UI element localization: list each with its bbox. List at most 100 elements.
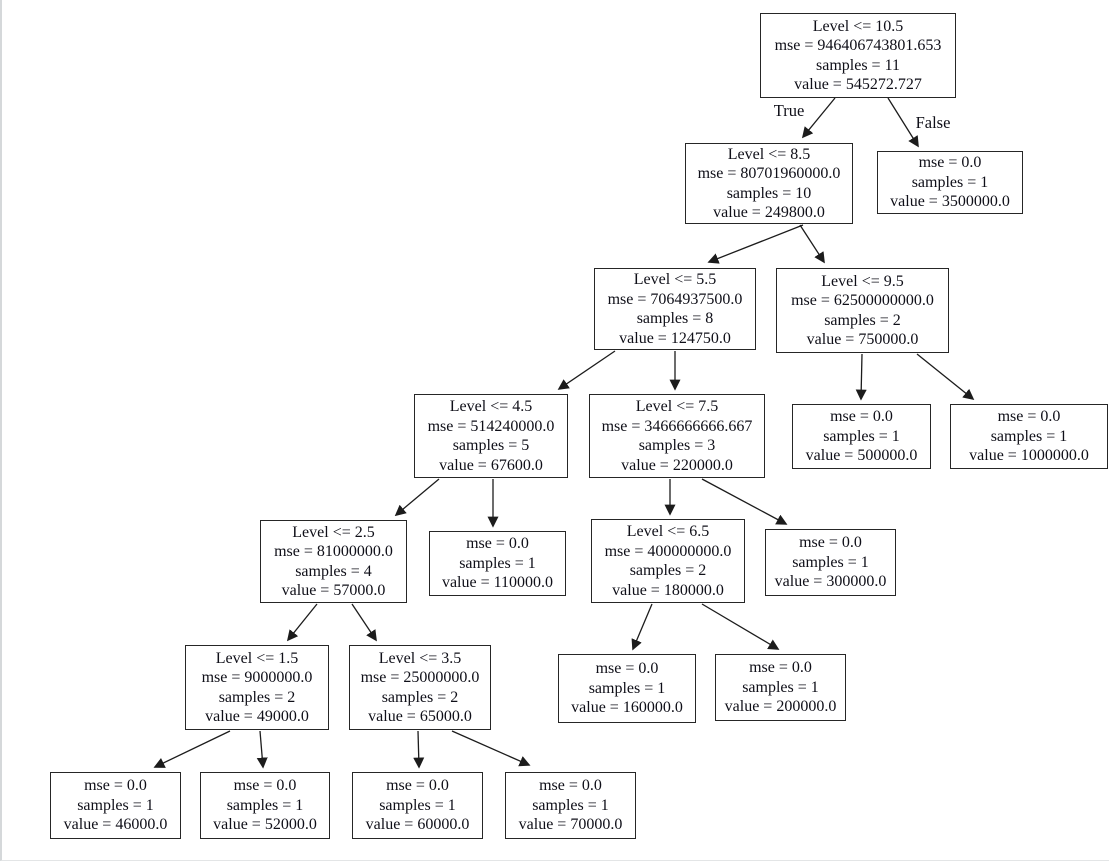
node-value-text: value = 200000.0 [724, 698, 837, 716]
leaf-node-value-200000: mse = 0.0 samples = 1 value = 200000.0 [715, 654, 846, 721]
leaf-node-value-500000: mse = 0.0 samples = 1 value = 500000.0 [792, 404, 931, 469]
node-value-text: value = 57000.0 [281, 582, 386, 599]
edge-3-5 [557, 350, 616, 390]
node-samples-text: samples = 1 [990, 427, 1068, 445]
node-samples-text: samples = 10 [726, 184, 812, 202]
node-samples-text: samples = 1 [459, 554, 536, 572]
edge-9-14 [351, 603, 377, 642]
node-value-text: value = 67600.0 [439, 456, 543, 474]
node-samples-text: samples = 1 [532, 796, 609, 814]
split-node-level-3-5: Level <= 3.5 mse = 25000000.0 samples = … [349, 645, 491, 730]
node-mse-text: mse = 25000000.0 [360, 669, 480, 686]
node-samples-text: samples = 1 [77, 796, 154, 814]
node-value-text: value = 124750.0 [619, 329, 731, 347]
node-condition-text: Level <= 9.5 [821, 272, 904, 290]
node-condition-text: Level <= 3.5 [378, 649, 462, 667]
node-mse-text: mse = 3466666666.667 [601, 417, 753, 435]
leaf-node-value-46000: mse = 0.0 samples = 1 value = 46000.0 [50, 772, 181, 839]
node-samples-text: samples = 1 [588, 679, 666, 697]
edge-4-8 [916, 353, 975, 401]
node-value-text: value = 180000.0 [612, 581, 724, 599]
node-condition-text: Level <= 5.5 [633, 271, 717, 288]
node-mse-text: mse = 946406743801.653 [774, 37, 942, 54]
node-samples-text: samples = 2 [629, 562, 707, 579]
split-node-level-4-5: Level <= 4.5 mse = 514240000.0 samples =… [414, 394, 568, 478]
node-samples-text: samples = 2 [824, 311, 901, 329]
leaf-node-value-52000: mse = 0.0 samples = 1 value = 52000.0 [200, 772, 330, 839]
node-mse-text: mse = 0.0 [233, 777, 297, 795]
node-samples-text: samples = 1 [379, 796, 456, 814]
node-mse-text: mse = 0.0 [595, 660, 659, 678]
leaf-node-value-1000000: mse = 0.0 samples = 1 value = 1000000.0 [950, 404, 1108, 469]
node-mse-text: mse = 514240000.0 [427, 417, 555, 435]
node-value-text: value = 60000.0 [365, 816, 470, 834]
split-node-level-9-5: Level <= 9.5 mse = 62500000000.0 samples… [776, 268, 949, 353]
node-value-text: value = 545272.727 [794, 76, 922, 93]
node-value-text: value = 249800.0 [713, 204, 825, 221]
edge-4-7 [855, 353, 867, 401]
node-value-text: value = 160000.0 [571, 699, 683, 717]
edge-5-9 [394, 478, 440, 517]
edge-0-1-true [801, 97, 836, 139]
node-value-text: value = 500000.0 [805, 447, 918, 465]
node-samples-text: samples = 1 [226, 796, 304, 814]
edge-9-13 [286, 603, 318, 642]
edge-1-3 [707, 224, 804, 264]
node-mse-text: mse = 0.0 [539, 777, 602, 795]
split-node-level-6-5: Level <= 6.5 mse = 400000000.0 samples =… [591, 519, 745, 603]
node-samples-text: samples = 1 [911, 173, 989, 191]
node-value-text: value = 46000.0 [63, 816, 168, 834]
node-mse-text: mse = 0.0 [749, 659, 812, 677]
node-value-text: value = 220000.0 [621, 456, 733, 474]
edge-1-4 [799, 224, 825, 264]
node-mse-text: mse = 81000000.0 [274, 543, 393, 560]
node-condition-text: Level <= 8.5 [727, 145, 811, 163]
node-samples-text: samples = 1 [742, 678, 819, 696]
edge-11-15 [631, 603, 653, 651]
node-mse-text: mse = 80701960000.0 [697, 165, 841, 182]
node-samples-text: samples = 1 [792, 553, 869, 571]
node-condition-text: Level <= 2.5 [292, 523, 375, 541]
node-condition-text: Level <= 1.5 [215, 649, 299, 667]
split-node-level-1-5: Level <= 1.5 mse = 9000000.0 samples = 2… [185, 645, 329, 730]
leaf-node-value-160000: mse = 0.0 samples = 1 value = 160000.0 [558, 654, 696, 723]
edge-14-19 [413, 730, 425, 769]
split-node-level-2-5: Level <= 2.5 mse = 81000000.0 samples = … [260, 520, 407, 603]
node-samples-text: samples = 3 [638, 437, 716, 454]
node-mse-text: mse = 0.0 [84, 777, 147, 795]
node-value-text: value = 750000.0 [806, 331, 919, 348]
node-condition-text: Level <= 4.5 [449, 398, 533, 415]
edge-13-17 [153, 730, 231, 768]
split-node-level-10-5: Level <= 10.5 mse = 946406743801.653 sam… [760, 13, 956, 98]
edge-label-false: False [915, 113, 951, 132]
node-value-text: value = 70000.0 [518, 816, 623, 834]
split-node-level-5-5: Level <= 5.5 mse = 7064937500.0 samples … [594, 268, 756, 350]
node-condition-text: Level <= 7.5 [635, 398, 719, 415]
node-mse-text: mse = 0.0 [997, 408, 1061, 426]
node-value-text: value = 1000000.0 [969, 447, 1089, 465]
node-samples-text: samples = 2 [218, 688, 296, 706]
node-samples-text: samples = 11 [816, 56, 900, 74]
split-node-level-8-5: Level <= 8.5 mse = 80701960000.0 samples… [685, 143, 853, 224]
leaf-node-value-3500000: mse = 0.0 samples = 1 value = 3500000.0 [877, 151, 1023, 214]
node-samples-text: samples = 4 [295, 562, 372, 580]
node-mse-text: mse = 62500000000.0 [791, 292, 934, 309]
node-mse-text: mse = 0.0 [466, 535, 529, 553]
node-condition-text: Level <= 10.5 [812, 17, 904, 35]
edge-label-true: True [773, 101, 805, 120]
edge-6-12 [701, 478, 788, 525]
leaf-node-value-70000: mse = 0.0 samples = 1 value = 70000.0 [505, 772, 636, 839]
split-node-level-7-5: Level <= 7.5 mse = 3466666666.667 sample… [589, 394, 765, 478]
leaf-node-value-300000: mse = 0.0 samples = 1 value = 300000.0 [765, 529, 896, 596]
node-mse-text: mse = 0.0 [918, 154, 982, 172]
node-value-text: value = 65000.0 [368, 708, 472, 725]
edge-13-18 [256, 730, 268, 769]
node-value-text: value = 3500000.0 [890, 193, 1010, 211]
node-condition-text: Level <= 6.5 [626, 523, 710, 540]
node-value-text: value = 110000.0 [441, 574, 554, 592]
node-mse-text: mse = 0.0 [799, 534, 862, 552]
leaf-node-value-110000: mse = 0.0 samples = 1 value = 110000.0 [429, 531, 566, 596]
node-mse-text: mse = 9000000.0 [201, 669, 313, 686]
